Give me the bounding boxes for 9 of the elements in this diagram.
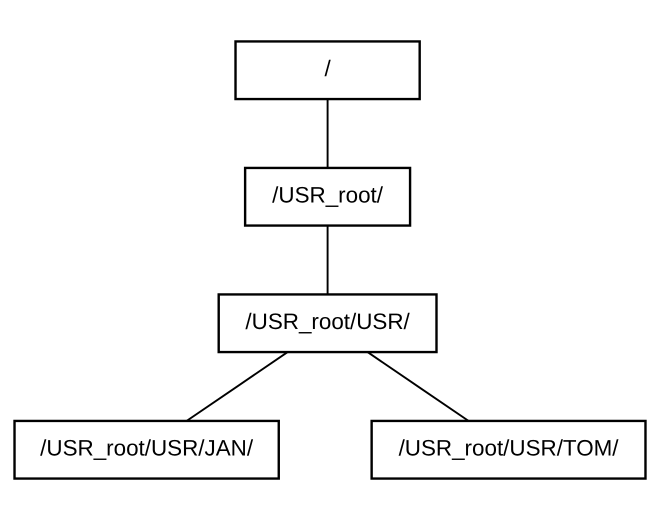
node-box: /USR_root/USR/TOM/ — [370, 419, 647, 480]
connector — [367, 350, 470, 422]
node-box: / — [234, 40, 421, 100]
node-box: /USR_root/USR/JAN/ — [13, 419, 280, 480]
node-box: /USR_root/USR/ — [218, 292, 438, 353]
connector — [186, 350, 288, 422]
node-box: /USR_root/ — [244, 166, 412, 226]
connector — [326, 225, 329, 294]
connector — [326, 98, 329, 168]
